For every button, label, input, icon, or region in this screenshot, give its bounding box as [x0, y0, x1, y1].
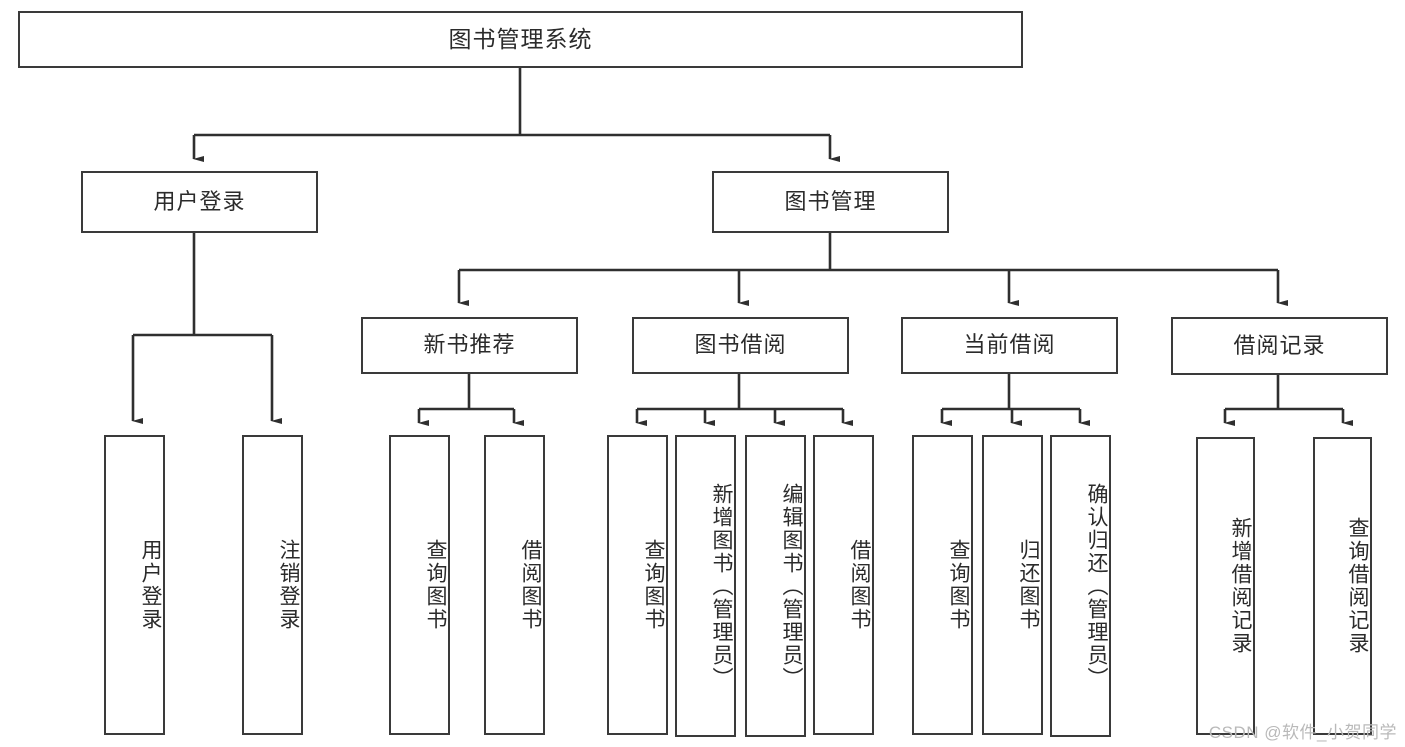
leaf-logout[interactable]: 注销登录: [242, 435, 303, 735]
node-current-borrow[interactable]: 当前借阅: [901, 317, 1118, 374]
node-label: 图书管理系统: [448, 25, 593, 52]
node-root-system[interactable]: 图书管理系统: [18, 11, 1023, 68]
leaf-newbook-borrow-book[interactable]: 借阅图书: [484, 435, 545, 735]
leaf-borrow-query-book[interactable]: 查询图书: [607, 435, 668, 735]
leaf-user-login[interactable]: 用户登录: [104, 435, 165, 735]
node-user-login[interactable]: 用户登录: [81, 171, 318, 233]
leaf-borrow-edit-book-admin[interactable]: 编辑图书（管理员）: [745, 435, 806, 737]
leaf-record-query-record[interactable]: 查询借阅记录: [1313, 437, 1372, 735]
node-label: 新书推荐: [423, 332, 516, 358]
leaf-current-return-book[interactable]: 归还图书: [982, 435, 1043, 735]
node-label: 查询借阅记录: [1346, 517, 1369, 655]
node-label: 借阅图书: [519, 539, 542, 631]
node-label: 查询图书: [642, 539, 665, 631]
node-label: 注销登录: [277, 539, 300, 631]
node-label: 用户登录: [153, 188, 246, 214]
leaf-current-confirm-return-admin[interactable]: 确认归还（管理员）: [1050, 435, 1111, 737]
leaf-borrow-add-book-admin[interactable]: 新增图书（管理员）: [675, 435, 736, 737]
node-label: 借阅图书: [848, 539, 871, 631]
node-label: 编辑图书（管理员）: [780, 482, 803, 690]
watermark: CSDN @软件_小贺同学: [1208, 723, 1397, 742]
leaf-record-add-record[interactable]: 新增借阅记录: [1196, 437, 1255, 735]
node-label: 当前借阅: [963, 332, 1056, 358]
node-label: 图书管理: [784, 188, 877, 214]
node-label: 确认归还（管理员）: [1085, 482, 1108, 690]
leaf-current-query-book[interactable]: 查询图书: [912, 435, 973, 735]
node-label: 用户登录: [139, 539, 162, 631]
node-label: 归还图书: [1017, 539, 1040, 631]
node-label: 新增图书（管理员）: [710, 482, 733, 690]
node-label: 新增借阅记录: [1229, 517, 1252, 655]
node-label: 查询图书: [947, 539, 970, 631]
node-label: 图书借阅: [694, 332, 787, 358]
leaf-newbook-query-book[interactable]: 查询图书: [389, 435, 450, 735]
node-label: 查询图书: [424, 539, 447, 631]
node-book-borrow[interactable]: 图书借阅: [632, 317, 849, 374]
node-label: 借阅记录: [1233, 332, 1326, 358]
node-book-management[interactable]: 图书管理: [712, 171, 949, 233]
leaf-borrow-borrow-book[interactable]: 借阅图书: [813, 435, 874, 735]
node-borrow-record[interactable]: 借阅记录: [1171, 317, 1388, 375]
node-new-book-recommend[interactable]: 新书推荐: [361, 317, 578, 374]
